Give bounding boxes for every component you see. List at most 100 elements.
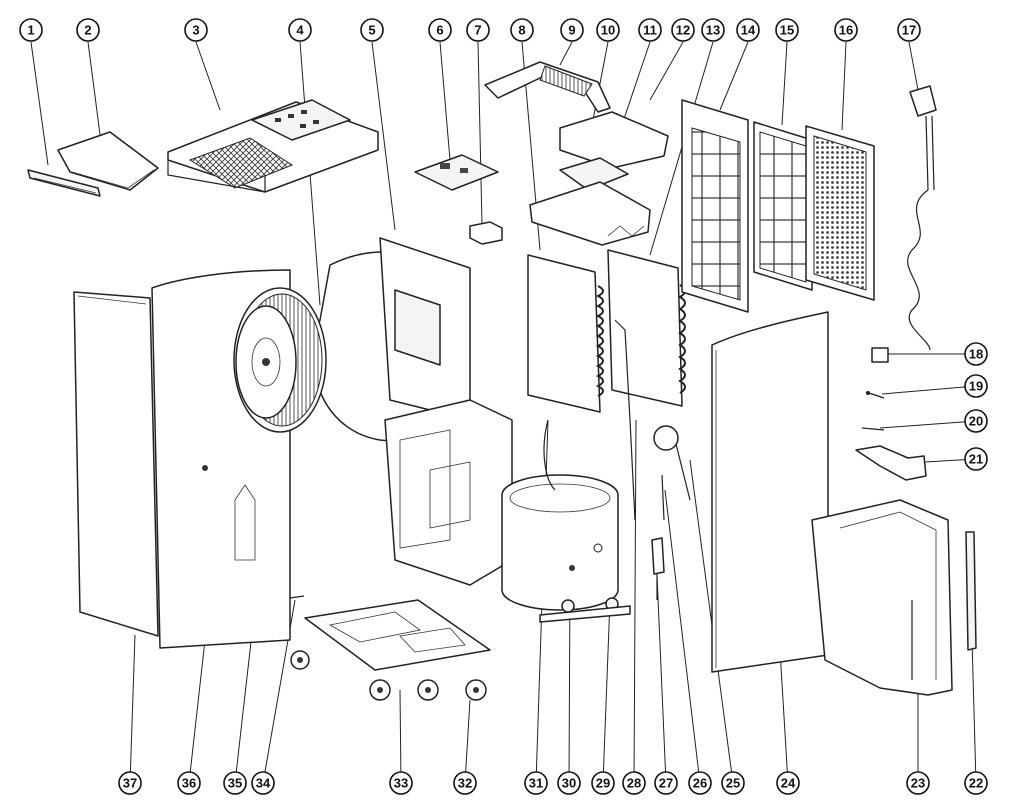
part-12-electrical-box-cover [559,111,669,169]
callout-label: 6 [436,23,443,38]
callout-label: 13 [706,23,720,38]
callout-3: 3 [184,18,208,42]
callout-label: 14 [741,23,756,38]
callout-label: 23 [911,776,925,791]
part-35-fan-wheel [233,287,327,433]
callout-7: 7 [466,18,490,42]
part-32-casters [290,650,487,701]
callout-15: 15 [775,18,799,42]
part-8-evaporator [527,254,604,413]
callout-label: 25 [726,776,740,791]
part-5-fan-volute [312,237,471,442]
part-9-heater-bracket [484,61,611,113]
callout-36: 36 [177,771,201,795]
callout-35: 35 [223,771,247,795]
callout-33: 33 [389,771,413,795]
part-35-chassis [384,399,513,586]
callout-label: 2 [84,23,91,38]
callout-23: 23 [906,771,930,795]
callout-label: 17 [902,23,916,38]
callout-11: 11 [638,18,662,42]
callout-10: 10 [596,18,620,42]
callout-30: 30 [557,771,581,795]
callout-17: 17 [897,18,921,42]
part-20-pin [861,427,885,431]
callout-27: 27 [654,771,678,795]
callout-label: 28 [627,776,641,791]
part-1-handle-trim [27,169,101,197]
callout-label: 21 [969,452,983,467]
callout-label: 8 [518,23,525,38]
callout-18: 18 [964,342,988,366]
part-29-compressor-mounts [539,597,631,623]
part-19-clip [865,391,885,399]
callout-label: 15 [780,23,794,38]
callout-13: 13 [701,18,725,42]
callout-34: 34 [251,771,275,795]
callout-label: 33 [394,776,408,791]
part-2-top-lid [57,131,159,191]
callout-28: 28 [622,771,646,795]
callout-label: 31 [529,776,543,791]
part-31-pipe [543,419,556,491]
callout-5: 5 [360,18,384,42]
callout-label: 35 [228,776,242,791]
part-18-float-switch [871,347,889,363]
callout-4: 4 [288,18,312,42]
part-25-coil-pipe [653,425,691,501]
part-16-mesh-filter [805,125,875,301]
part-6-control-board [414,154,499,191]
callout-26: 26 [688,771,712,795]
part-26-capillary [661,474,665,521]
callout-label: 10 [601,23,615,38]
callout-label: 37 [123,776,137,791]
callout-1: 1 [19,18,43,42]
callout-19: 19 [964,374,988,398]
callout-16: 16 [834,18,858,42]
callout-2: 2 [76,18,100,42]
callout-9: 9 [560,18,584,42]
callout-label: 16 [839,23,853,38]
part-37-front-cover [73,291,159,637]
part-24-side-panel [711,311,829,673]
callout-25: 25 [721,771,745,795]
callout-label: 22 [969,776,983,791]
callout-label: 12 [676,23,690,38]
callout-21: 21 [964,447,988,471]
part-3-top-panel [167,99,379,193]
callout-6: 6 [428,18,452,42]
part-28-pipe [614,319,636,521]
callout-24: 24 [776,771,800,795]
part-11-electrical-box [559,157,629,191]
part-22-level-window [965,531,977,651]
callout-label: 9 [568,23,575,38]
part-21-float-bracket [855,445,927,481]
callout-label: 1 [27,23,34,38]
callout-label: 24 [781,776,796,791]
callout-31: 31 [524,771,548,795]
part-23-water-tank [811,499,953,696]
callout-label: 20 [969,414,983,429]
callout-label: 27 [659,776,673,791]
part-17-power-cord [907,85,937,351]
part-7-sensor-box [469,221,503,245]
callout-37: 37 [118,771,142,795]
callout-label: 11 [643,23,657,38]
callout-label: 3 [192,23,199,38]
callout-22: 22 [964,771,988,795]
part-27-valve [651,537,665,600]
callout-29: 29 [591,771,615,795]
callout-20: 20 [964,409,988,433]
part-14-filter-frame [681,99,749,313]
callout-label: 7 [474,23,481,38]
part-30-compressor [501,474,619,611]
part-33-base-plate [304,599,491,671]
callout-label: 36 [182,776,196,791]
part-15-air-filter [753,121,813,291]
callout-label: 32 [458,776,472,791]
part-13-condenser [607,249,686,407]
callout-label: 19 [969,379,983,394]
